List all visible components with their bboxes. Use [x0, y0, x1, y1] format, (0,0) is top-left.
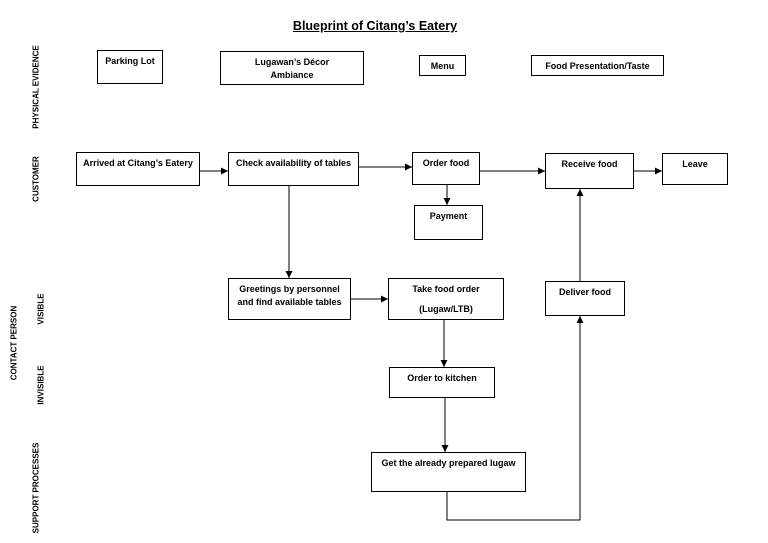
box-receive-food: Receive food	[545, 153, 634, 189]
box-menu: Menu	[419, 55, 466, 76]
box-label: Leave	[682, 159, 708, 169]
box-label: Payment	[429, 211, 468, 221]
box-label: Receive food	[561, 159, 618, 169]
box-label: Take food order	[412, 284, 480, 294]
box-leave: Leave	[662, 153, 728, 185]
diagram-title: Blueprint of Citang’s Eatery	[292, 19, 458, 33]
lane-label-invisible: INVISIBLE	[36, 365, 46, 405]
lane-label-customer: CUSTOMER	[31, 156, 41, 202]
box-label: Food Presentation/Taste	[545, 61, 650, 71]
box-label: Check availability of tables	[235, 158, 352, 168]
box-label: and find available tables	[237, 296, 342, 307]
box-payment: Payment	[414, 205, 483, 240]
lane-label-visible: VISIBLE	[36, 293, 46, 325]
box-prepared-lugaw: Get the already prepared lugaw	[371, 452, 526, 492]
box-label: Order to kitchen	[407, 373, 477, 383]
box-label: Ambiance	[270, 69, 314, 80]
box-arrived: Arrived at Citang’s Eatery	[76, 152, 200, 186]
lane-label-physical-evidence: PHYSICAL EVIDENCE	[31, 45, 41, 129]
box-take-food-order: Take food order (Lugaw/LTB)	[388, 278, 504, 320]
lane-label-support-processes: SUPPORT PROCESSES	[31, 442, 41, 534]
box-food-presentation: Food Presentation/Taste	[531, 55, 664, 76]
box-order-to-kitchen: Order to kitchen	[389, 367, 495, 398]
box-label: Deliver food	[558, 287, 611, 297]
box-label: Parking Lot	[105, 56, 155, 66]
box-label: Arrived at Citang’s Eatery	[83, 158, 193, 168]
box-label: Order food	[422, 158, 470, 168]
box-order-food: Order food	[412, 152, 480, 185]
box-deliver-food: Deliver food	[545, 281, 625, 316]
arrow-prepared-to-deliver	[446, 316, 584, 521]
box-greetings: Greetings by personnel and find availabl…	[228, 278, 351, 320]
box-label: Get the already prepared lugaw	[381, 458, 516, 468]
lane-label-contact-person: CONTACT PERSON	[9, 305, 19, 381]
box-parking-lot: Parking Lot	[97, 50, 163, 84]
box-check-tables: Check availability of tables	[228, 152, 359, 186]
box-lugawan-decor: Lugawan’s Décor Ambiance	[220, 51, 364, 85]
box-label: (Lugaw/LTB)	[419, 303, 473, 314]
box-label: Menu	[430, 61, 455, 71]
box-label: Lugawan’s Décor	[254, 57, 330, 67]
box-label: Greetings by personnel	[239, 284, 340, 294]
